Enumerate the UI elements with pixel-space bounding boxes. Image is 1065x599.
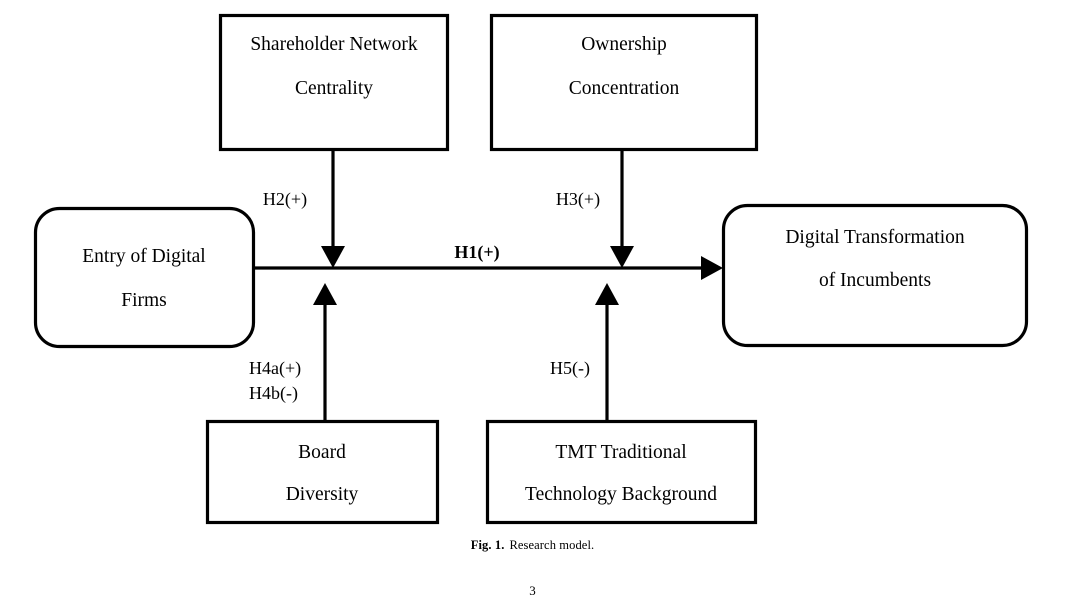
node-shareholder-network-centrality: Shareholder Network Centrality <box>218 13 450 152</box>
figure-caption-text: Research model. <box>509 538 595 552</box>
edge-h2-arrowhead <box>321 246 345 268</box>
edge-h4-arrowhead <box>313 283 337 305</box>
edge-h3: H3(+) <box>556 150 634 268</box>
edge-label-h5: H5(-) <box>550 358 590 379</box>
edge-label-h1: H1(+) <box>454 242 499 263</box>
edge-label-h4a: H4a(+) <box>249 358 301 379</box>
edge-h5-arrowhead <box>595 283 619 305</box>
node-label-entry-of-digital-firms-line1: Entry of Digital <box>82 246 206 267</box>
node-box-ownership-concentration <box>489 13 759 152</box>
node-box-digital-transformation-of-incumbents <box>721 203 1029 348</box>
edge-label-h3: H3(+) <box>556 189 600 210</box>
node-box-tmt-traditional-technology-background <box>485 419 758 525</box>
node-label-tmt-traditional-technology-background-line2: Technology Background <box>525 484 717 505</box>
figure-caption-label: Fig. 1. <box>470 538 505 552</box>
node-label-board-diversity-line1: Board <box>298 442 346 463</box>
edge-h1: H1(+) <box>253 242 723 280</box>
figure-caption: Fig. 1. Research model. <box>0 538 1065 553</box>
node-tmt-traditional-technology-background: TMT Traditional Technology Background <box>485 419 758 525</box>
node-box-board-diversity <box>205 419 440 525</box>
node-digital-transformation-of-incumbents: Digital Transformation of Incumbents <box>721 203 1029 348</box>
page-number: 3 <box>529 583 536 598</box>
node-label-board-diversity-line2: Diversity <box>286 484 359 505</box>
node-board-diversity: Board Diversity <box>205 419 440 525</box>
node-label-ownership-concentration-line2: Concentration <box>569 78 680 99</box>
node-entry-of-digital-firms: Entry of Digital Firms <box>33 206 256 349</box>
edge-h4: H4a(+) H4b(-) <box>249 283 337 421</box>
node-label-digital-transformation-of-incumbents-line1: Digital Transformation <box>785 227 965 248</box>
edge-h5: H5(-) <box>550 283 619 421</box>
node-label-tmt-traditional-technology-background-line1: TMT Traditional <box>555 442 687 463</box>
edge-h2: H2(+) <box>263 150 345 268</box>
edge-label-h4b: H4b(-) <box>249 383 298 404</box>
node-box-entry-of-digital-firms <box>33 206 256 349</box>
node-box-shareholder-network-centrality <box>218 13 450 152</box>
edge-h3-arrowhead <box>610 246 634 268</box>
node-label-shareholder-network-centrality-line2: Centrality <box>295 78 373 99</box>
node-label-shareholder-network-centrality-line1: Shareholder Network <box>250 34 418 55</box>
node-ownership-concentration: Ownership Concentration <box>489 13 759 152</box>
node-label-entry-of-digital-firms-line2: Firms <box>121 290 167 311</box>
edge-h1-arrowhead <box>701 256 723 280</box>
node-label-ownership-concentration-line1: Ownership <box>581 34 667 55</box>
edge-label-h2: H2(+) <box>263 189 307 210</box>
node-label-digital-transformation-of-incumbents-line2: of Incumbents <box>819 270 931 291</box>
